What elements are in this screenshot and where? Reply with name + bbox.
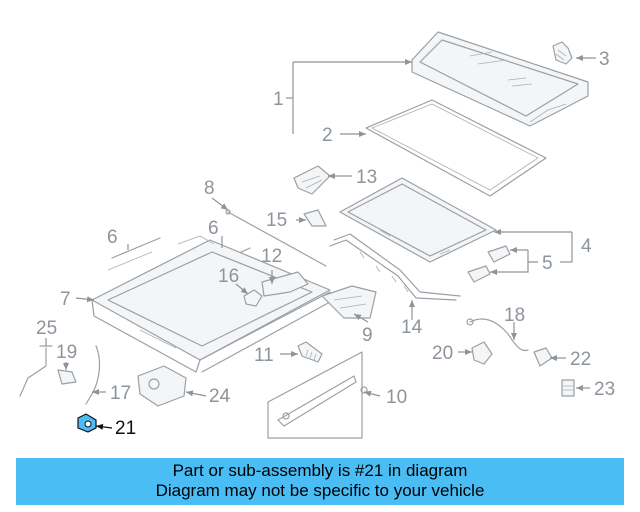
callout-8[interactable]: 8 bbox=[204, 178, 215, 199]
hose-18 bbox=[466, 318, 529, 352]
cap-22 bbox=[533, 347, 553, 367]
callout-16[interactable]: 16 bbox=[218, 266, 239, 287]
clip-5 bbox=[467, 245, 511, 283]
guide-12 bbox=[261, 271, 309, 297]
callout-2[interactable]: 2 bbox=[322, 125, 333, 146]
bolt-11 bbox=[297, 341, 323, 363]
rail-box-10 bbox=[267, 351, 368, 439]
callout-20[interactable]: 20 bbox=[432, 343, 453, 364]
bracket-13 bbox=[293, 165, 331, 195]
callout-18[interactable]: 18 bbox=[504, 305, 525, 326]
cap-16 bbox=[243, 289, 263, 307]
callout-7[interactable]: 7 bbox=[60, 289, 71, 310]
seal-ring bbox=[365, 99, 547, 197]
banner-line-1: Part or sub-assembly is #21 in diagram bbox=[172, 461, 468, 480]
sunroof-frame bbox=[91, 235, 331, 373]
info-banner: Part or sub-assembly is #21 in diagram D… bbox=[16, 458, 624, 505]
callout-14[interactable]: 14 bbox=[401, 317, 423, 338]
callout-1[interactable]: 1 bbox=[273, 89, 284, 110]
callout-12[interactable]: 12 bbox=[261, 246, 282, 267]
callout-4[interactable]: 4 bbox=[581, 236, 592, 257]
bracket-15 bbox=[303, 209, 327, 227]
callout-9[interactable]: 9 bbox=[362, 325, 373, 346]
drain-hose-25 bbox=[19, 345, 53, 397]
callout-22[interactable]: 22 bbox=[570, 349, 591, 370]
callout-21[interactable]: 21 bbox=[115, 418, 136, 439]
callout-15[interactable]: 15 bbox=[266, 210, 287, 231]
fitting-23 bbox=[561, 379, 575, 397]
bolt-3 bbox=[552, 41, 573, 65]
banner-line-2: Diagram may not be specific to your vehi… bbox=[155, 481, 485, 500]
callout-11[interactable]: 11 bbox=[254, 345, 274, 366]
callout-19[interactable]: 19 bbox=[56, 342, 77, 363]
callout-10[interactable]: 10 bbox=[386, 387, 407, 408]
bracket-20 bbox=[471, 341, 493, 365]
callout-25[interactable]: 25 bbox=[36, 318, 57, 339]
callout-5[interactable]: 5 bbox=[542, 253, 553, 274]
clip-19 bbox=[57, 369, 77, 385]
clip-21-highlight bbox=[77, 413, 97, 433]
glass-panel bbox=[411, 31, 589, 127]
callout-17[interactable]: 17 bbox=[110, 383, 131, 404]
callout-23[interactable]: 23 bbox=[594, 379, 615, 400]
bracket-9 bbox=[321, 285, 377, 319]
deflector-14 bbox=[329, 233, 461, 301]
motor-24 bbox=[137, 365, 187, 407]
callout-3[interactable]: 3 bbox=[599, 49, 610, 70]
leader-lines bbox=[45, 55, 596, 430]
tube-17 bbox=[85, 345, 101, 405]
callout-6b[interactable]: 6 bbox=[208, 218, 219, 239]
callout-13[interactable]: 13 bbox=[356, 167, 377, 188]
sunshade-panel bbox=[339, 177, 497, 263]
callout-6a[interactable]: 6 bbox=[107, 227, 118, 248]
callout-24[interactable]: 24 bbox=[209, 386, 231, 407]
